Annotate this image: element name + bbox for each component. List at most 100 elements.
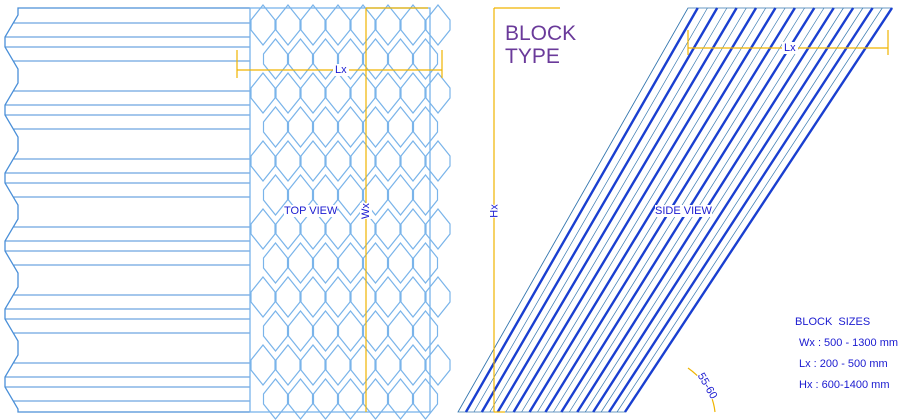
- honeycomb-cell: [362, 378, 389, 420]
- honeycomb-cell: [250, 344, 276, 386]
- honeycomb-cell: [362, 106, 389, 148]
- honeycomb-cell: [250, 72, 276, 114]
- honeycomb-cell: [412, 378, 439, 420]
- honeycomb-cell: [350, 344, 376, 386]
- hx-size: Hx : 600-1400 mm: [799, 379, 890, 391]
- honeycomb-cell: [300, 72, 326, 114]
- honeycomb-cell: [275, 276, 301, 318]
- honeycomb-cell: [400, 276, 426, 318]
- hx-label: Hx: [488, 204, 501, 218]
- wx-size: Wx : 500 - 1300 mm: [799, 337, 899, 349]
- honeycomb-cell: [325, 276, 351, 318]
- block-outline: [4, 7, 250, 413]
- honeycomb-cell: [412, 310, 439, 352]
- honeycomb-cell: [425, 344, 451, 386]
- honeycomb-cell: [287, 378, 314, 420]
- honeycomb-cell: [325, 344, 351, 386]
- honeycomb-cell: [300, 276, 326, 318]
- honeycomb-top-view: [249, 4, 451, 420]
- honeycomb-cell: [337, 310, 364, 352]
- honeycomb-cell: [312, 38, 339, 80]
- channel-thin-line: [489, 7, 728, 413]
- wx-label: Wx: [359, 203, 372, 219]
- honeycomb-cell: [400, 72, 426, 114]
- honeycomb-cell: [325, 208, 351, 250]
- honeycomb-cell: [425, 4, 451, 46]
- honeycomb-cell: [287, 310, 314, 352]
- honeycomb-cell: [362, 310, 389, 352]
- honeycomb-cell: [387, 310, 414, 352]
- channel-thick-line: [608, 7, 874, 413]
- honeycomb-cell: [287, 242, 314, 284]
- honeycomb-cell: [250, 4, 276, 46]
- honeycomb-cell: [325, 4, 351, 46]
- honeycomb-cell: [425, 276, 451, 318]
- honeycomb-cell: [275, 72, 301, 114]
- honeycomb-cell: [350, 140, 376, 182]
- honeycomb-cell: [362, 38, 389, 80]
- honeycomb-cell: [400, 208, 426, 250]
- title-line1: BLOCK: [505, 22, 577, 45]
- honeycomb-cell: [300, 344, 326, 386]
- channel-thick-line: [480, 7, 719, 413]
- honeycomb-cell: [350, 72, 376, 114]
- honeycomb-cell: [300, 208, 326, 250]
- block-sizes-panel: BLOCK SIZES Wx : 500 - 1300 mm Lx : 200 …: [795, 312, 898, 396]
- honeycomb-cell: [375, 344, 401, 386]
- lx-label-side: Lx: [782, 42, 798, 54]
- lx-label-top: Lx: [333, 64, 349, 76]
- honeycomb-cell: [375, 140, 401, 182]
- honeycomb-cell: [325, 72, 351, 114]
- honeycomb-cell: [387, 378, 414, 420]
- honeycomb-cell: [312, 242, 339, 284]
- honeycomb-cell: [312, 106, 339, 148]
- honeycomb-cell: [275, 140, 301, 182]
- honeycomb-cell: [250, 140, 276, 182]
- honeycomb-cell: [387, 38, 414, 80]
- honeycomb-cell: [337, 242, 364, 284]
- honeycomb-cell: [350, 208, 376, 250]
- honeycomb-cell: [400, 140, 426, 182]
- channel-thin-line: [616, 7, 883, 413]
- channel-thick-line: [464, 7, 699, 413]
- honeycomb-cell: [412, 242, 439, 284]
- honeycomb-cell: [300, 140, 326, 182]
- side-view-label: SIDE VIEW: [655, 205, 712, 217]
- channel-thin-line: [473, 7, 708, 413]
- honeycomb-cell: [262, 106, 289, 148]
- channel-thin-line: [505, 7, 747, 413]
- block-sizes-heading: BLOCK SIZES: [795, 316, 871, 328]
- honeycomb-cell: [250, 276, 276, 318]
- honeycomb-cell: [387, 174, 414, 216]
- honeycomb-cell: [337, 106, 364, 148]
- honeycomb-cell: [387, 106, 414, 148]
- honeycomb-cell: [412, 38, 439, 80]
- honeycomb-cell: [412, 106, 439, 148]
- honeycomb-cell: [375, 208, 401, 250]
- channel-thin-line: [584, 7, 844, 413]
- honeycomb-cell: [262, 174, 289, 216]
- honeycomb-cell: [275, 4, 301, 46]
- honeycomb-cell: [337, 378, 364, 420]
- honeycomb-cell: [375, 276, 401, 318]
- channel-thin-line: [521, 7, 767, 413]
- honeycomb-cell: [362, 174, 389, 216]
- corrugated-block-profile: [4, 7, 250, 413]
- channel-thick-line: [592, 7, 855, 413]
- honeycomb-cell: [375, 72, 401, 114]
- honeycomb-cell: [275, 344, 301, 386]
- honeycomb-cell: [350, 276, 376, 318]
- honeycomb-cell: [387, 242, 414, 284]
- channel-thin-line: [457, 7, 689, 413]
- channel-thick-line: [496, 7, 738, 413]
- honeycomb-cell: [262, 310, 289, 352]
- honeycomb-cell: [325, 140, 351, 182]
- side-view-slanted-channels: [457, 7, 894, 413]
- title-line2: TYPE: [505, 45, 560, 68]
- honeycomb-cell: [425, 140, 451, 182]
- honeycomb-cell: [375, 4, 401, 46]
- honeycomb-cell: [350, 4, 376, 46]
